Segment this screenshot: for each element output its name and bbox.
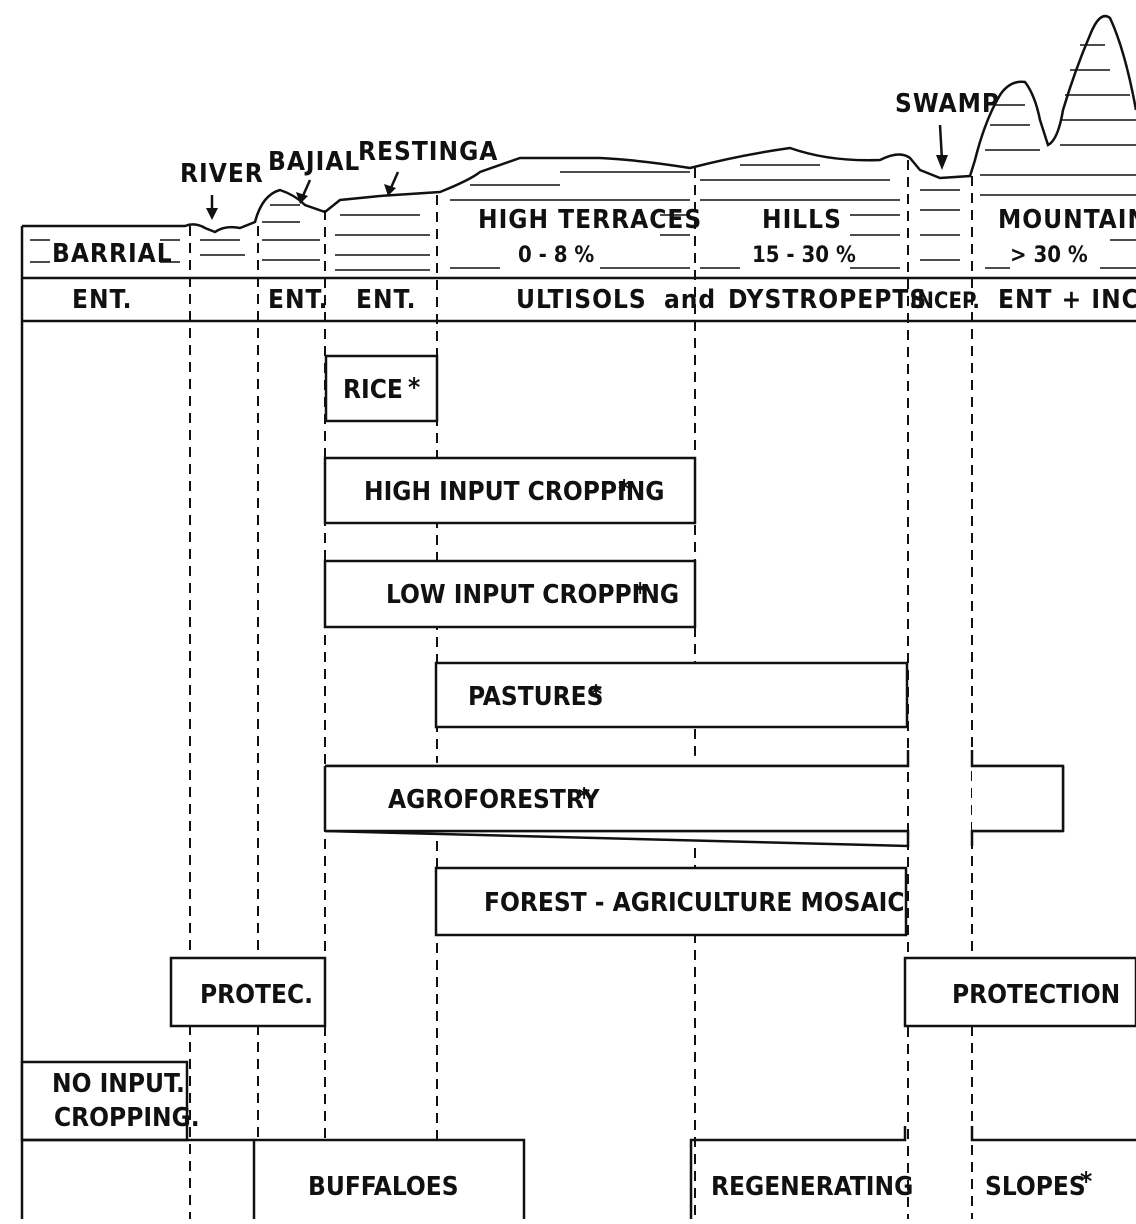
restinga-label: RESTINGA (358, 137, 498, 167)
hills-label: HILLS (762, 205, 842, 235)
rice-star: * (408, 373, 420, 403)
protec-label: PROTEC. (200, 980, 313, 1010)
soil-bajial: ENT. (268, 285, 328, 315)
mountains-slope: > 30 % (1010, 243, 1088, 268)
no-input-label-1: NO INPUT. (52, 1069, 185, 1099)
slopes-frame (972, 1126, 1136, 1140)
regenerating-label: REGENERATING (711, 1172, 913, 1202)
soil-ultisols: ULTISOLS (516, 285, 647, 315)
no-input-label-2: CROPPING. (54, 1103, 200, 1133)
high-terraces-slope: 0 - 8 % (518, 243, 594, 268)
soil-ent-incep: ENT + INCEP. (998, 285, 1136, 315)
high-input-star: * (618, 475, 630, 505)
swamp-label: SWAMP (895, 89, 1000, 119)
high-terraces-label: HIGH TERRACES (478, 205, 702, 235)
agroforestry-star: * (578, 783, 590, 813)
buffaloes-label: BUFFALOES (308, 1172, 459, 1202)
pastures-star: * (590, 680, 602, 710)
bajial-label: BAJIAL (268, 147, 360, 177)
hills-slope: 15 - 30 % (752, 243, 856, 268)
soil-barrial: ENT. (72, 285, 132, 315)
mountains-label: MOUNTAINS (998, 205, 1136, 235)
agroforestry-label: AGROFORESTRY (388, 785, 600, 815)
rice-label: RICE (343, 375, 403, 405)
slopes-label: SLOPES (985, 1172, 1086, 1202)
river-label: RIVER (180, 159, 264, 189)
soil-and: and (664, 285, 716, 315)
soil-incep: INCEP. (910, 289, 980, 314)
soil-dystropepts: DYSTROPEPTS (728, 285, 927, 315)
low-input-star: * (634, 578, 646, 608)
pastures-label: PASTURES (468, 682, 604, 712)
soil-row: ENT. ENT. ENT. ULTISOLS and DYSTROPEPTS … (72, 285, 1136, 315)
protection-label: PROTECTION (952, 980, 1120, 1010)
forest-mosaic-label: FOREST - AGRICULTURE MOSAIC (484, 888, 904, 918)
soil-restinga: ENT. (356, 285, 416, 315)
slopes-star: * (1080, 1167, 1092, 1197)
barrial-label: BARRIAL (52, 239, 173, 269)
